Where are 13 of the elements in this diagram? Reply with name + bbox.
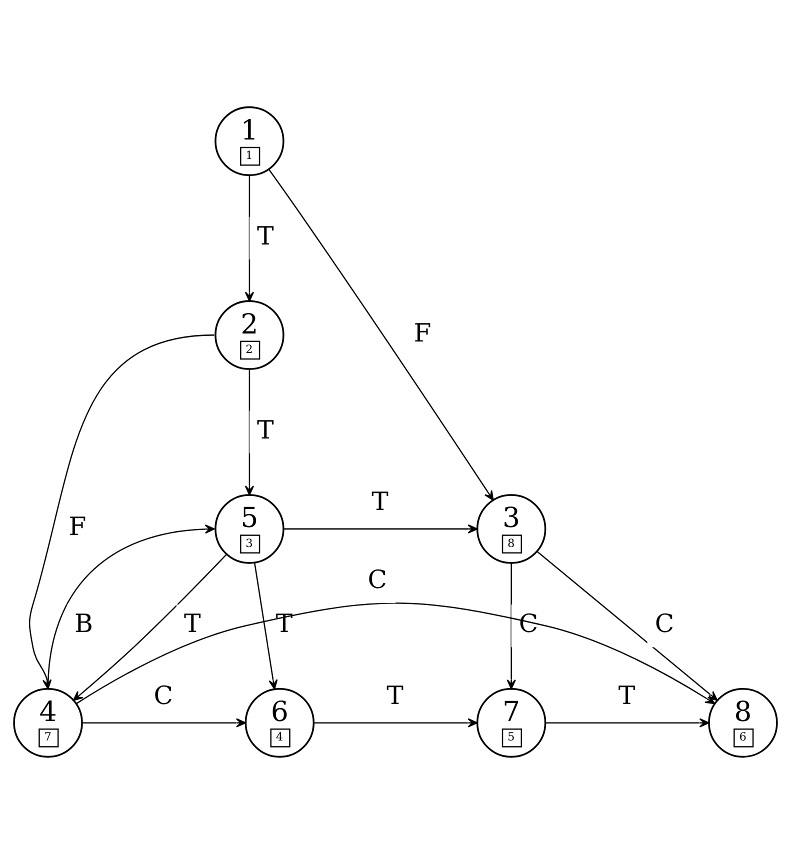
edge-label: T [386, 680, 403, 710]
edge-label: T [618, 680, 635, 710]
edge-label: C [367, 564, 387, 594]
edge-label: F [68, 512, 86, 541]
edge-label: B [74, 608, 92, 638]
edge-label: T [275, 608, 292, 638]
edge-label: T [183, 608, 200, 638]
edge-label: T [371, 486, 388, 516]
edge-label: T [256, 414, 274, 444]
edge-label: C [153, 680, 173, 710]
edge-label: F [413, 318, 431, 347]
edge-label: C [654, 608, 674, 638]
edge-label: T [256, 220, 274, 250]
